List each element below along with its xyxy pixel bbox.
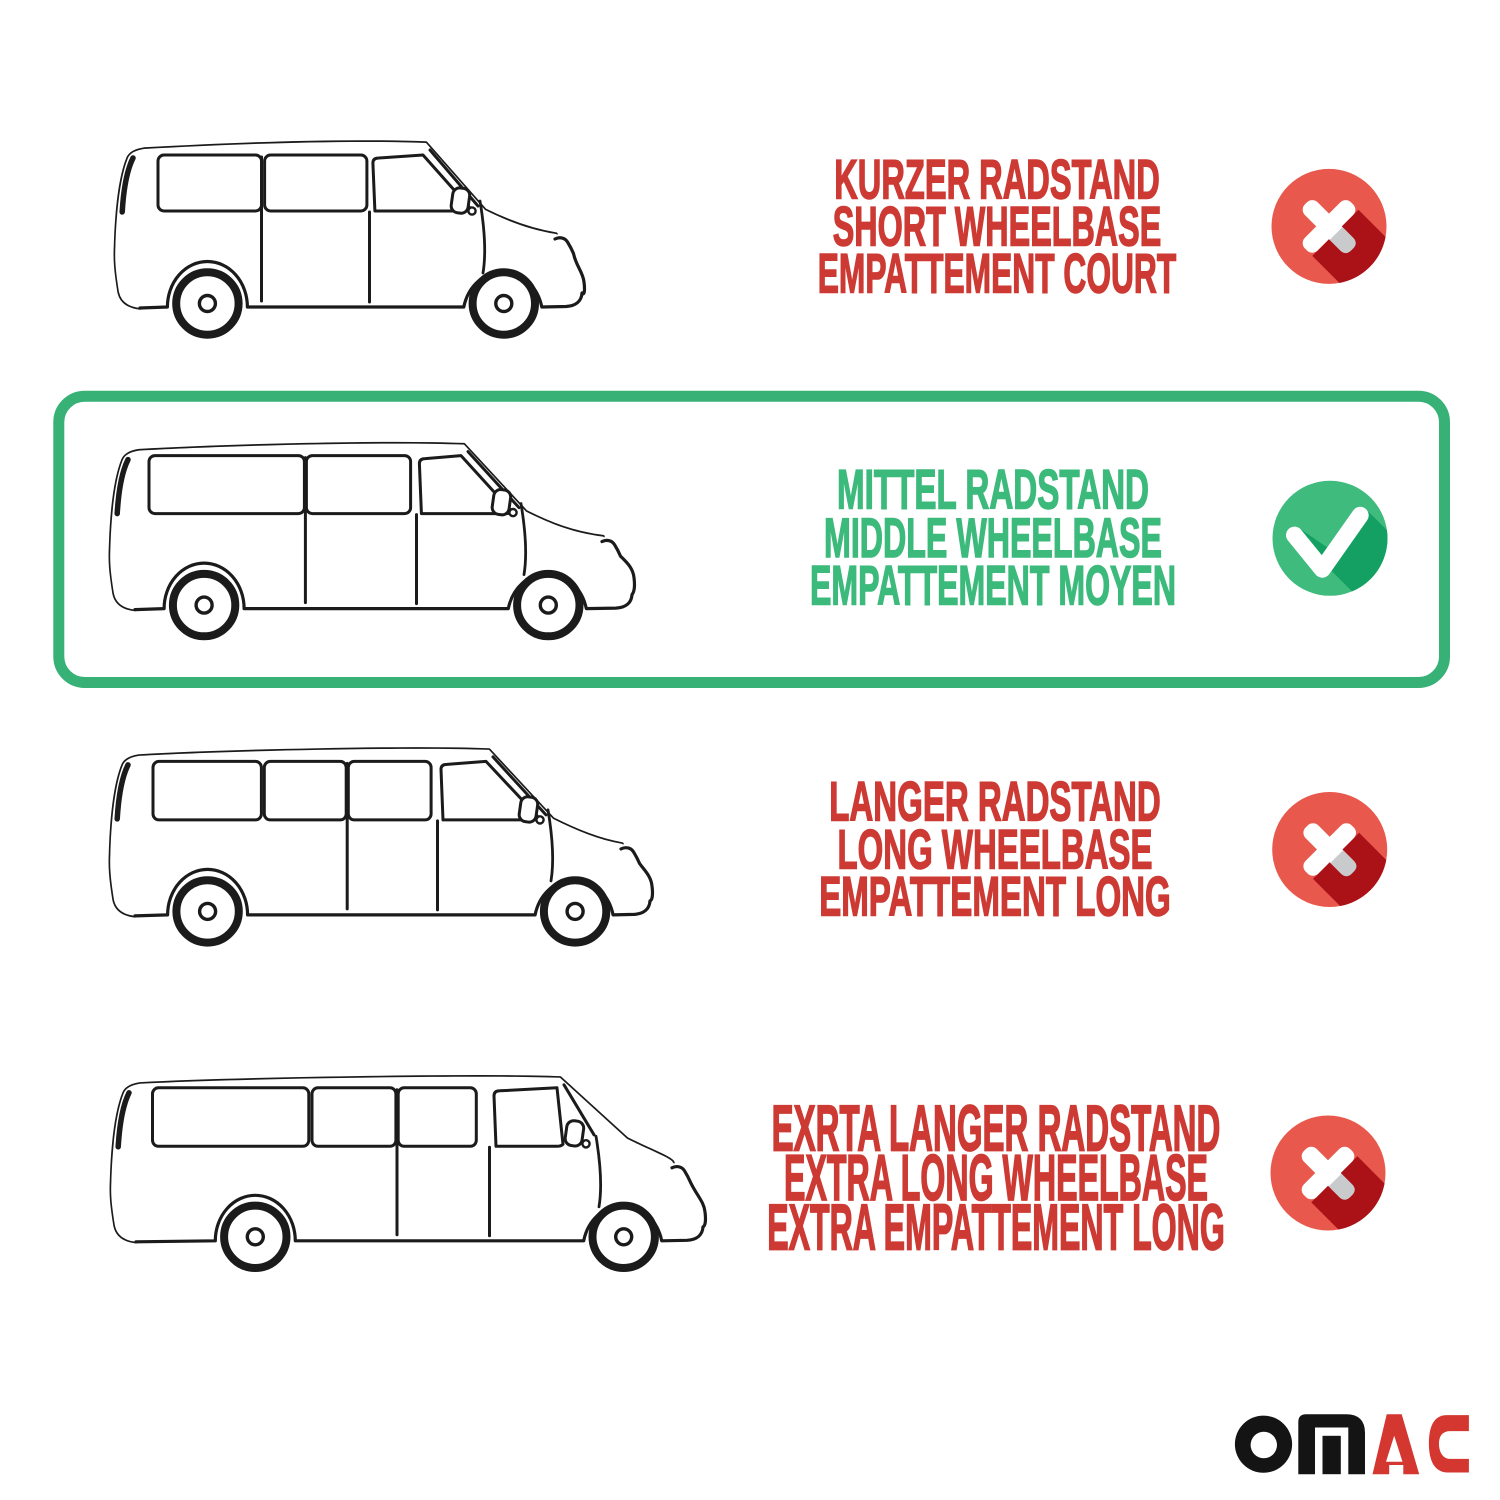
svg-text:LONG WHEELBASE: LONG WHEELBASE — [838, 818, 1153, 880]
svg-text:SHORT WHEELBASE: SHORT WHEELBASE — [833, 196, 1162, 258]
svg-text:EXRTA LANGER RADSTAND: EXRTA LANGER RADSTAND — [772, 1092, 1221, 1165]
svg-text:MITTEL RADSTAND: MITTEL RADSTAND — [837, 458, 1149, 520]
svg-text:EMPATTEMENT LONG: EMPATTEMENT LONG — [819, 866, 1171, 928]
svg-text:EXTRA EMPATTEMENT LONG: EXTRA EMPATTEMENT LONG — [767, 1191, 1225, 1264]
svg-text:LANGER RADSTAND: LANGER RADSTAND — [829, 770, 1161, 832]
svg-text:EMPATTEMENT MOYEN: EMPATTEMENT MOYEN — [810, 554, 1176, 616]
svg-text:KURZER RADSTAND: KURZER RADSTAND — [834, 149, 1160, 211]
svg-text:MIDDLE WHEELBASE: MIDDLE WHEELBASE — [824, 507, 1162, 569]
svg-text:EMPATTEMENT COURT: EMPATTEMENT COURT — [818, 242, 1177, 304]
svg-text:EXTRA LONG WHEELBASE: EXTRA LONG WHEELBASE — [784, 1141, 1208, 1214]
